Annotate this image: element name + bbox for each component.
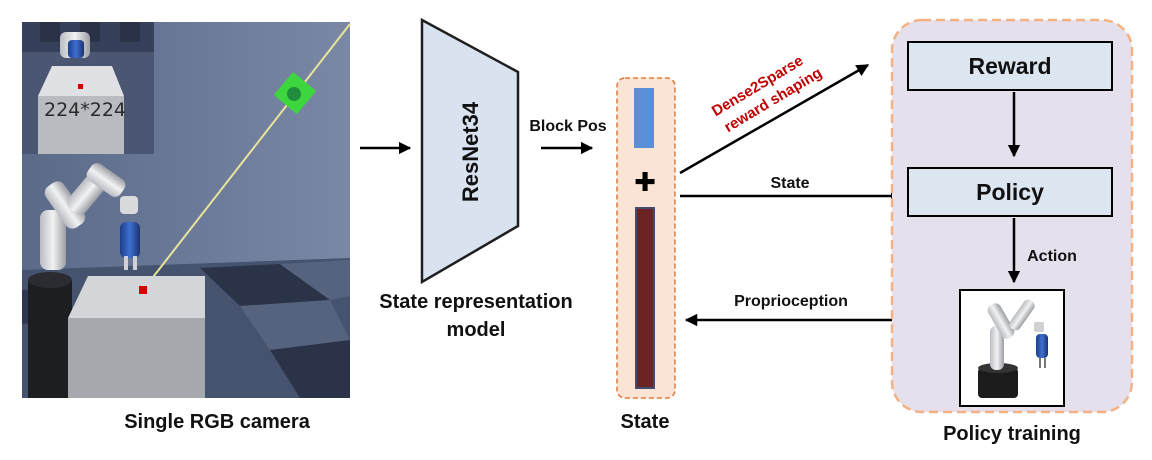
robot-arm (40, 163, 140, 270)
block-pos-feature-bar (634, 88, 654, 148)
encoder-caption-line2: model (447, 319, 506, 341)
concat-plus-icon: ✚ (634, 168, 656, 198)
arrow-state-to-reward (679, 63, 870, 175)
state-caption: State (621, 411, 670, 433)
state-vector-panel: ✚ (616, 77, 676, 399)
state-arrow-label: State (770, 175, 809, 192)
robot-thumbnail (959, 289, 1065, 407)
policy-training-caption: Policy training (943, 423, 1081, 445)
policy-label: Policy (976, 179, 1044, 205)
laser-beam (142, 23, 351, 291)
action-label: Action (1027, 248, 1077, 265)
block-pos-label: Block Pos (529, 118, 606, 135)
encoder-caption-line1: State representation (379, 291, 572, 313)
red-block (139, 286, 147, 294)
encoder-block: ResNet34 (420, 17, 520, 285)
target-marker (273, 71, 317, 115)
inset-size-label: 224*224 (44, 99, 126, 121)
reward-box (907, 41, 1113, 91)
camera-inset: 224*224 (22, 22, 154, 154)
proprioception-feature-bar (635, 207, 655, 389)
policy-training-panel: Reward Policy Action (890, 18, 1134, 414)
camera-caption: Single RGB camera (124, 411, 311, 433)
encoder-name: ResNet34 (458, 101, 483, 202)
policy-box (907, 167, 1113, 217)
reward-label: Reward (968, 53, 1051, 79)
proprioception-label: Proprioception (734, 293, 848, 310)
camera-render-image: 224*224 (22, 22, 351, 398)
